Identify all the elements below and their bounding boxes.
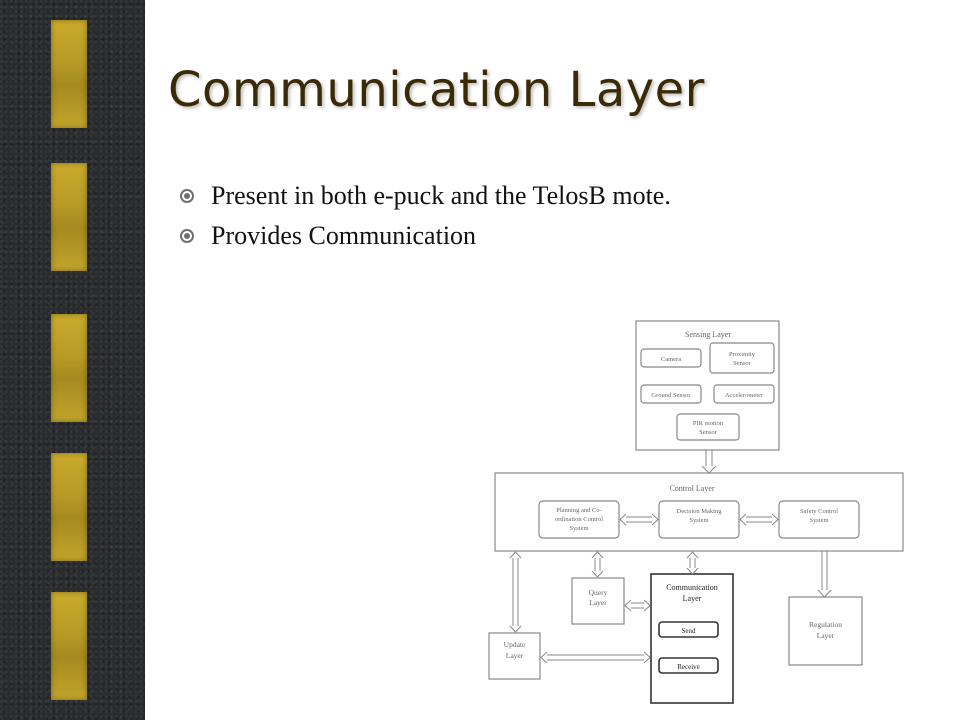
ground-sensor-label: Ground Sensor <box>651 392 691 399</box>
planning-label: ordination Control <box>555 516 603 523</box>
receive-label: Receive <box>677 663 700 671</box>
regulation-layer-label: Regulation <box>809 620 842 629</box>
pir-sensor-box <box>676 413 740 441</box>
decision-label: Decision Making <box>677 508 723 515</box>
road-stripe <box>51 453 87 561</box>
bullet-list: Present in both e-puck and the TelosB mo… <box>180 176 671 256</box>
decision-system-box <box>658 500 740 539</box>
safety-label: Safety Control <box>800 508 838 515</box>
control-communication-arrowhead <box>686 551 699 575</box>
accelerometer-label: Accelerometer <box>725 392 764 399</box>
camera-label: Camera <box>661 356 681 363</box>
road-stripe <box>51 163 87 271</box>
road-stripe <box>51 314 87 422</box>
query-layer-label: Layer <box>589 598 607 607</box>
safety-system-box <box>778 500 860 539</box>
road-stripe <box>51 20 87 128</box>
bullet-text: Present in both e-puck and the TelosB mo… <box>211 181 671 210</box>
decision-label: System <box>689 517 708 524</box>
proximity-label: Sensor <box>733 360 752 367</box>
send-box <box>658 621 719 638</box>
proximity-label: Proximity <box>729 351 756 358</box>
bullet-icon <box>180 189 194 203</box>
control-regulation-arrowhead <box>817 589 832 598</box>
query-layer-label: Query <box>589 588 608 597</box>
update-layer-label: Layer <box>506 651 524 660</box>
pir-label: PIR motion <box>693 420 724 427</box>
control-layer-box <box>494 472 904 552</box>
planning-decision-arrowhead <box>619 513 659 526</box>
slide-title: Communication Layer <box>168 62 705 118</box>
update-communication-arrowhead <box>540 651 651 664</box>
sensing-layer-label: Sensing Layer <box>685 330 731 339</box>
query-layer-box <box>571 577 625 625</box>
receive-box <box>658 657 719 674</box>
sensing-to-control-arrowhead <box>701 465 717 474</box>
communication-layer-label: Communication <box>666 583 718 592</box>
regulation-layer-label: Layer <box>817 631 835 640</box>
control-update-arrowhead <box>509 551 522 633</box>
update-layer-box <box>488 632 541 680</box>
planning-label: System <box>569 525 588 532</box>
camera-box <box>640 348 702 368</box>
bullet-item: Present in both e-puck and the TelosB mo… <box>180 176 671 216</box>
ground-sensor-box <box>640 384 702 404</box>
update-layer-label: Update <box>504 640 526 649</box>
planning-system-box <box>538 500 620 539</box>
control-query-arrowhead <box>591 551 604 578</box>
query-communication-arrowhead <box>624 599 651 612</box>
proximity-sensor-box <box>709 342 775 374</box>
sensing-layer-box <box>635 320 780 451</box>
safety-label: System <box>809 517 828 524</box>
bullet-text: Provides Communication <box>211 221 477 250</box>
bullet-item: Provides Communication <box>180 216 671 256</box>
road-stripe <box>51 592 87 700</box>
pir-label: Sensor <box>699 429 718 436</box>
control-layer-label: Control Layer <box>669 484 714 493</box>
communication-layer-label: Layer <box>683 594 702 603</box>
road-background <box>0 0 145 720</box>
send-label: Send <box>682 627 697 635</box>
regulation-layer-box <box>788 596 863 666</box>
decision-safety-arrowhead <box>739 513 779 526</box>
planning-label: Planning and Co- <box>556 507 602 514</box>
accelerometer-box <box>713 384 775 404</box>
bullet-icon <box>180 229 194 243</box>
